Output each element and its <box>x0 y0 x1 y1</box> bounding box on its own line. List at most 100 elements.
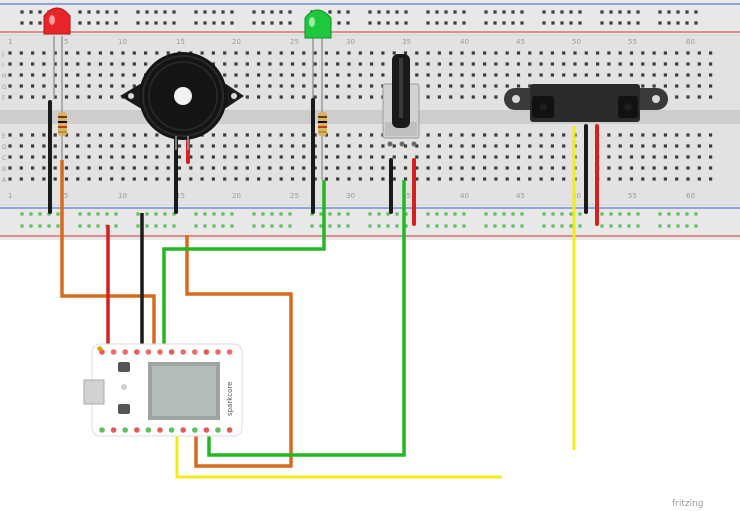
board-pin[interactable] <box>122 427 128 433</box>
board-pin[interactable] <box>226 427 233 433</box>
breadboard-hole <box>64 166 69 170</box>
piezo-buzzer[interactable] <box>120 52 244 150</box>
green-led[interactable] <box>304 9 332 104</box>
breadboard-hole <box>245 166 249 170</box>
breadboard-hole <box>347 62 351 66</box>
breadboard-hole <box>697 133 701 137</box>
breadboard-hole <box>53 62 57 66</box>
breadboard-hole <box>370 51 374 55</box>
board-pin[interactable] <box>122 349 128 355</box>
breadboard-hole <box>484 10 488 14</box>
breadboard-hole <box>8 155 12 159</box>
breadboard-hole <box>110 166 114 170</box>
breadboard-hole <box>528 144 532 148</box>
breadboard-hole <box>460 144 464 148</box>
board-pin[interactable] <box>110 427 117 433</box>
board-pin[interactable] <box>110 349 117 355</box>
breadboard-hole <box>337 10 341 14</box>
breadboard-hole <box>324 166 328 170</box>
green-wire[interactable] <box>162 180 326 352</box>
breadboard-hole <box>172 10 176 14</box>
board-pin[interactable] <box>145 427 152 433</box>
breadboard-hole <box>177 177 182 181</box>
breadboard-hole <box>136 224 140 228</box>
spark-core-board[interactable]: sparkcore ✸ <box>83 343 243 437</box>
board-pin[interactable] <box>168 349 175 355</box>
board-pin[interactable] <box>180 349 186 355</box>
board-pin[interactable] <box>180 427 186 433</box>
usb-port[interactable] <box>83 379 105 405</box>
board-pin[interactable] <box>134 349 140 355</box>
breadboard-hole <box>392 155 396 159</box>
board-pin[interactable] <box>215 349 221 355</box>
board-pin[interactable] <box>168 427 175 433</box>
board-pin[interactable] <box>145 349 152 355</box>
reset-button[interactable] <box>118 362 130 372</box>
board-pin[interactable] <box>99 349 105 355</box>
resistor[interactable] <box>318 104 327 180</box>
board-pin[interactable] <box>134 427 140 433</box>
board-pin[interactable] <box>215 427 221 433</box>
breadboard-hole <box>324 133 328 137</box>
breadboard-hole <box>444 21 448 25</box>
breadboard-hole <box>110 177 114 181</box>
breadboard-hole <box>675 155 679 159</box>
breadboard-hole <box>166 177 170 181</box>
breadboard-hole <box>494 62 498 66</box>
orange-wire[interactable] <box>185 235 293 468</box>
breadboard-hole <box>313 144 317 148</box>
red-led[interactable] <box>43 7 71 104</box>
buzzer-center <box>174 87 192 105</box>
board-pin[interactable] <box>192 349 198 355</box>
ir-distance-sensor[interactable] <box>504 84 668 122</box>
column-number: 50 <box>572 38 581 46</box>
breadboard-hole <box>483 51 487 55</box>
breadboard-hole <box>505 177 509 181</box>
breadboard-hole <box>550 166 554 170</box>
breadboard-hole <box>686 95 690 99</box>
breadboard-hole <box>110 84 114 88</box>
potentiometer[interactable] <box>382 54 420 147</box>
breadboard-hole <box>42 133 46 137</box>
breadboard-hole <box>600 21 604 25</box>
breadboard-holes <box>8 10 713 228</box>
yellow-wire[interactable] <box>175 430 502 479</box>
breadboard-hole <box>163 21 167 25</box>
green-wire[interactable] <box>207 180 406 457</box>
breadboard-hole <box>596 51 600 55</box>
board-pin[interactable] <box>226 349 233 355</box>
resistor[interactable] <box>58 104 67 160</box>
breadboard-hole <box>223 51 227 55</box>
breadboard-hole <box>435 10 439 14</box>
board-pin[interactable] <box>203 427 210 433</box>
breadboard-hole <box>346 21 350 25</box>
breadboard-hole <box>279 212 283 216</box>
resistor-band <box>58 116 67 118</box>
breadboard-hole <box>562 155 566 159</box>
board-pin[interactable] <box>157 349 163 355</box>
board-pin[interactable] <box>157 427 163 433</box>
column-number: 55 <box>628 192 637 200</box>
breadboard-hole <box>110 144 114 148</box>
breadboard-hole <box>607 144 611 148</box>
breadboard-hole <box>484 21 488 25</box>
breadboard-hole <box>257 177 261 181</box>
breadboard-hole <box>230 224 234 228</box>
breadboard-hole <box>8 51 12 55</box>
board-pin[interactable] <box>192 427 198 433</box>
breadboard-hole <box>110 95 114 99</box>
board-pin[interactable] <box>99 427 105 433</box>
breadboard-hole <box>528 51 532 55</box>
breadboard-hole <box>121 155 125 159</box>
mode-button[interactable] <box>118 404 130 414</box>
breadboard-hole <box>223 73 227 77</box>
board-pin[interactable] <box>203 349 210 355</box>
breadboard-hole <box>19 177 23 181</box>
breadboard-hole <box>8 95 12 99</box>
breadboard-hole <box>64 144 69 148</box>
breadboard-hole <box>629 51 634 55</box>
breadboard-hole <box>675 166 679 170</box>
breadboard-hole <box>618 21 622 25</box>
breadboard-hole <box>145 21 149 25</box>
breadboard-hole <box>629 166 634 170</box>
